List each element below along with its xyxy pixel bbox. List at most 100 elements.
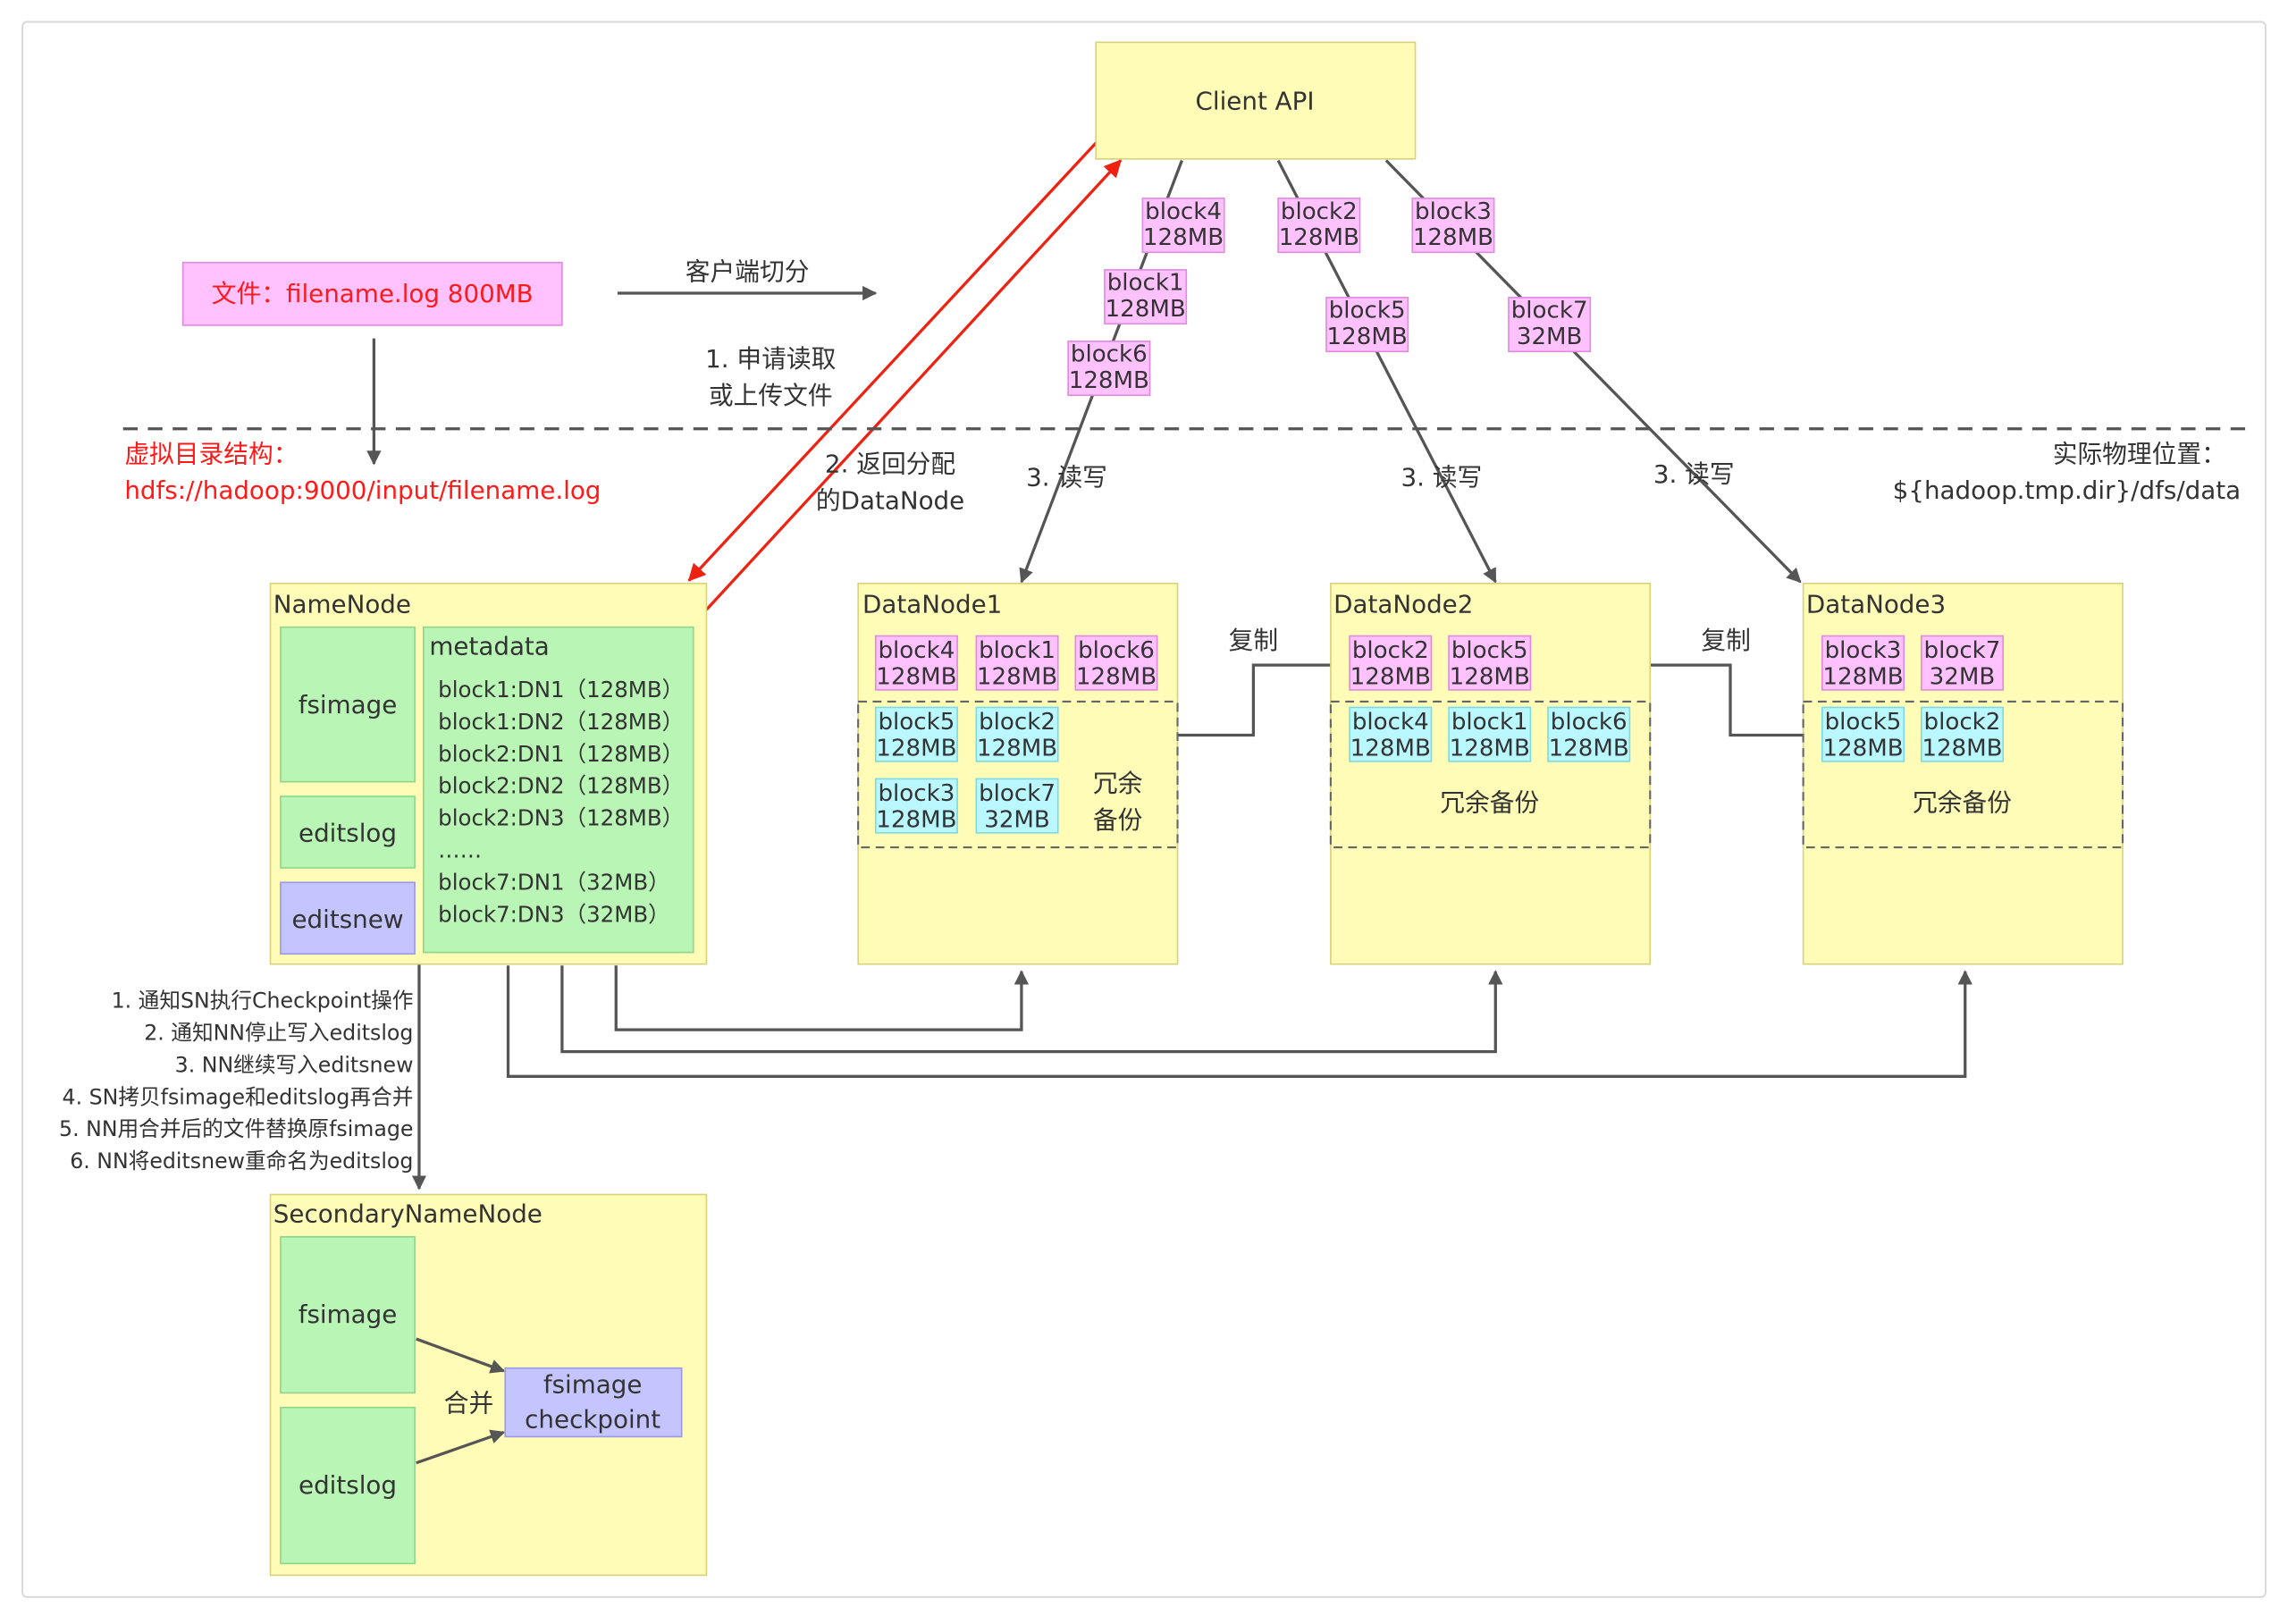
block-name: block5 [1329, 298, 1406, 324]
block-size: 128MB [876, 806, 956, 833]
request-arrow [705, 159, 1123, 611]
block-name: block2 [1352, 637, 1429, 664]
namenode-editsnew-label: editsnew [291, 905, 403, 934]
metadata-line: block2:DN1（128MB） [438, 741, 684, 767]
block-name: block6 [1551, 709, 1628, 736]
checkpoint-step: 1. 通知SN执行Checkpoint操作 [112, 989, 414, 1014]
datanode3-replica-block: block5 128MB [1821, 706, 1905, 762]
client-api-title: Client API [1196, 86, 1315, 115]
step2-line2: 的DataNode [816, 486, 964, 516]
block-name: block4 [1145, 198, 1222, 225]
rw-label-datanode2: 3. 读写 [1401, 462, 1483, 492]
block-name: block6 [1078, 637, 1155, 664]
namenode-to-datanode3-line [506, 965, 1973, 1078]
metadata-line: block1:DN2（128MB） [438, 709, 684, 735]
datanode2-replica-block: block1 128MB [1448, 706, 1532, 762]
namenode-title: NameNode [273, 589, 411, 618]
block-size: 128MB [1450, 735, 1530, 762]
metadata-line: block7:DN1（32MB） [438, 869, 669, 895]
secondary-editslog-box [280, 1406, 416, 1565]
file-label: 文件：filename.log 800MB [212, 279, 534, 308]
virtual-dir-title: 虚拟目录结构： [124, 439, 298, 468]
block-size: 128MB [1350, 663, 1431, 690]
block-size: 32MB [1930, 663, 1996, 690]
namenode-fsimage-box [280, 626, 416, 783]
datanode1-replica-block: block5 128MB [874, 706, 958, 762]
file-box [181, 261, 563, 326]
virtual-dir-path: hdfs://hadoop:9000/input/filename.log [124, 475, 601, 505]
client-block-7: block7 32MB [1508, 297, 1592, 353]
datanode2-replica-block: block6 128MB [1547, 706, 1631, 762]
datanode1-backup-label-line1: 冗余 [1093, 769, 1143, 798]
datanode1-replica-block: block2 128MB [975, 706, 1059, 762]
block-size: 128MB [1350, 735, 1431, 762]
metadata-line: …… [438, 837, 482, 863]
block-name: block5 [1825, 709, 1902, 736]
datanode2-primary-block: block2 128MB [1349, 635, 1433, 691]
fsimage-checkpoint-line1: fsimage [543, 1369, 643, 1399]
block-name: block1 [979, 637, 1056, 664]
block-size: 128MB [977, 735, 1057, 762]
block-size: 128MB [876, 735, 956, 762]
datanode2-title: DataNode2 [1333, 589, 1473, 618]
datanode1-primary-block: block1 128MB [975, 635, 1059, 691]
block-size: 128MB [1413, 224, 1493, 251]
datanode1-replica-block: block7 32MB [975, 778, 1059, 834]
block-size: 32MB [1517, 324, 1583, 350]
client-block-1: block1 128MB [1104, 269, 1188, 325]
datanode3-title: DataNode3 [1806, 589, 1946, 618]
block-size: 128MB [1822, 663, 1903, 690]
block-name: block5 [879, 709, 955, 736]
checkpoint-step: 5. NN用合并后的文件替换原fsimage [59, 1116, 413, 1141]
step2-line1: 2. 返回分配 [825, 450, 955, 479]
block-size: 128MB [1143, 224, 1224, 251]
block-size: 128MB [1549, 735, 1629, 762]
rw-label-datanode1: 3. 读写 [1026, 462, 1107, 492]
datanode2-backup-label: 冗余备份 [1440, 787, 1539, 817]
step1-line1: 1. 申请读取 [705, 344, 836, 374]
block-size: 128MB [1450, 663, 1530, 690]
block-name: block1 [1107, 270, 1184, 297]
metadata-line: block1:DN1（128MB） [438, 677, 684, 703]
block-size: 128MB [1327, 324, 1408, 350]
client-block-3: block3 128MB [1411, 198, 1495, 254]
fsimage-checkpoint-line2: checkpoint [525, 1405, 660, 1435]
step1-line2: 或上传文件 [709, 381, 833, 410]
datanode2-replica-block: block4 128MB [1349, 706, 1433, 762]
client-api-box [1095, 41, 1417, 160]
physical-location-path: ${hadoop.tmp.dir}/dfs/data [1893, 475, 2241, 505]
datanode1-replica-block: block3 128MB [874, 778, 958, 834]
merge-arrow-editslog [416, 1429, 506, 1465]
secondary-fsimage-box [280, 1236, 416, 1394]
replicate-label-left: 复制 [1229, 626, 1278, 655]
datanode3-primary-block: block3 128MB [1821, 635, 1905, 691]
datanode3-primary-block: block7 32MB [1920, 635, 2004, 691]
metadata-line: block2:DN3（128MB） [438, 805, 684, 831]
rw-label-datanode3: 3. 读写 [1653, 459, 1735, 489]
block-size: 32MB [984, 806, 1050, 833]
client-block-2: block2 128MB [1277, 198, 1361, 254]
secondary-editslog-label: editslog [299, 1470, 397, 1500]
block-size: 128MB [876, 663, 956, 690]
physical-location-title: 实际物理位置： [2053, 439, 2226, 468]
block-size: 128MB [1922, 735, 2002, 762]
block-name: block5 [1451, 637, 1528, 664]
response-arrow [687, 140, 1098, 582]
metadata-title: metadata [429, 632, 549, 661]
datanode3-replica-block: block2 128MB [1920, 706, 2004, 762]
block-name: block6 [1071, 341, 1148, 368]
namenode-to-datanode2-line [560, 965, 1503, 1054]
metadata-box [423, 626, 694, 954]
checkpoint-step: 6. NN将editsnew重命名为editslog [70, 1149, 413, 1174]
metadata-line: block7:DN3（32MB） [438, 901, 669, 927]
datanode1-title: DataNode1 [862, 589, 1002, 618]
block-size: 128MB [1279, 224, 1359, 251]
block-size: 128MB [1076, 663, 1157, 690]
block-name: block4 [1352, 709, 1429, 736]
block-size: 128MB [1822, 735, 1903, 762]
namenode-editslog-box [280, 795, 416, 869]
block-size: 128MB [1069, 367, 1149, 394]
namenode-editslog-label: editslog [299, 819, 397, 848]
